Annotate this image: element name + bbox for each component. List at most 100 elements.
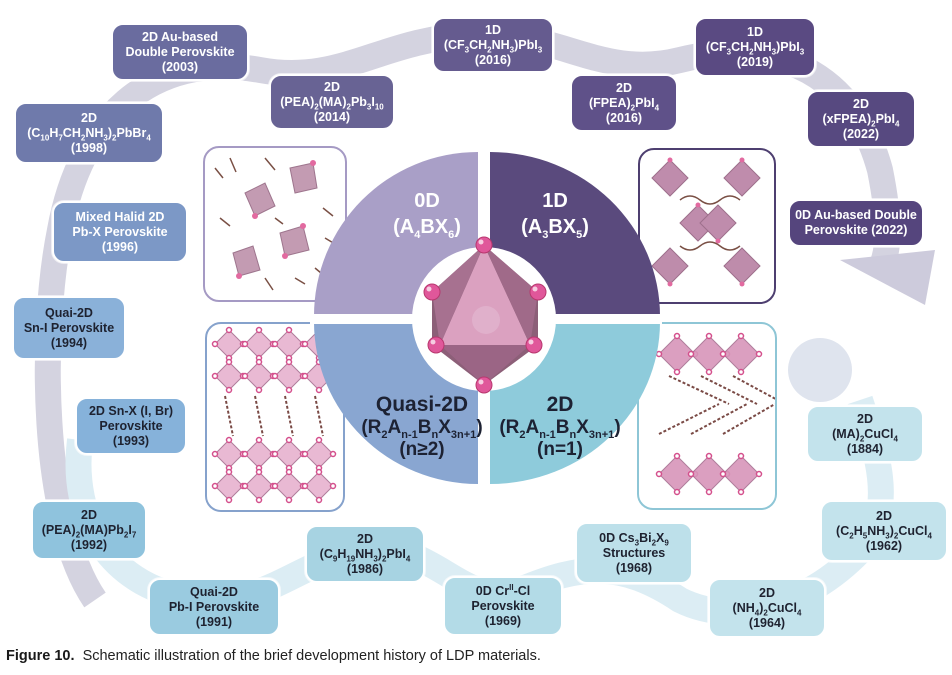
halide-atom bbox=[719, 350, 727, 358]
halide-atom bbox=[687, 350, 695, 358]
halide-atom bbox=[241, 482, 249, 490]
quadrant-quasi-2d-formula: (R2An-1BnX3n+1) bbox=[361, 417, 483, 441]
figure-caption-text: Schematic illustration of the brief deve… bbox=[82, 648, 541, 664]
halide-atom bbox=[737, 332, 745, 340]
halide-atom bbox=[705, 368, 713, 376]
organic-chain bbox=[314, 395, 324, 437]
octahedron-icon bbox=[423, 236, 547, 394]
halide-atom bbox=[225, 496, 233, 504]
halide-atom bbox=[255, 468, 263, 476]
timeline-box-1962: 2D(C2H5NH3)2CuCl4(1962) bbox=[820, 500, 948, 562]
organic-chain bbox=[722, 403, 775, 435]
organic-chain bbox=[700, 375, 758, 405]
figure-caption-label: Figure 10. bbox=[6, 648, 75, 664]
halide-atom bbox=[329, 482, 337, 490]
halide-atom bbox=[271, 450, 279, 458]
halide-atom bbox=[301, 450, 309, 458]
halide-atom bbox=[673, 452, 681, 460]
halide-atom bbox=[255, 358, 263, 366]
halide-atom bbox=[271, 372, 279, 380]
halide-atom bbox=[285, 496, 293, 504]
halide-atom bbox=[719, 470, 727, 478]
structure-panel-2d bbox=[637, 322, 777, 510]
halide-atom bbox=[315, 386, 323, 394]
quadrant-2d-formula: (R2An-1BnX3n+1) bbox=[499, 417, 621, 441]
quadrant-quasi-2d-title: Quasi-2D bbox=[375, 393, 469, 416]
timeline-box-1998: 2D(C10H7CH2NH3)2PbBr4(1998) bbox=[14, 102, 164, 164]
0d-crystal-structure-image bbox=[214, 157, 336, 291]
timeline-arrowhead bbox=[840, 250, 935, 305]
organic-chain bbox=[668, 375, 730, 405]
timeline-box-2019: 1D(CF3CH2NH3)PbI3(2019) bbox=[694, 17, 816, 77]
halide-atom bbox=[241, 450, 249, 458]
quadrant-0d-title: 0D bbox=[414, 190, 440, 212]
halide-atom bbox=[673, 368, 681, 376]
halide-atom bbox=[255, 326, 263, 334]
quadrant-0d-label: 0D (A4BX6) bbox=[372, 188, 482, 241]
quadrant-quasi-2d-label: Quasi-2D (R2An-1BnX3n+1) (n≥2) bbox=[352, 393, 492, 461]
2d-crystal-structure-image bbox=[655, 332, 775, 496]
organic-chain bbox=[690, 403, 748, 435]
timeline-box-1964: 2D(NH4)2CuCl4(1964) bbox=[708, 578, 826, 638]
halide-atom bbox=[225, 386, 233, 394]
organic-chain bbox=[224, 395, 234, 437]
halide-atom bbox=[255, 386, 263, 394]
quadrant-2d-label: 2D (R2An-1BnX3n+1) (n=1) bbox=[490, 393, 630, 461]
halide-atom bbox=[225, 468, 233, 476]
timeline-box-1993: 2D Sn-X (I, Br)Perovskite(1993) bbox=[75, 397, 187, 455]
halide-atom bbox=[225, 358, 233, 366]
halide-atom bbox=[211, 482, 219, 490]
quadrant-1d-formula: (A3BX5) bbox=[521, 216, 589, 241]
halide-atom bbox=[673, 488, 681, 496]
timeline-start-circle bbox=[788, 338, 852, 402]
halide-atom bbox=[285, 468, 293, 476]
halide-atom bbox=[255, 436, 263, 444]
halide-atom bbox=[315, 496, 323, 504]
halide-atom bbox=[285, 386, 293, 394]
organic-chain bbox=[254, 395, 264, 437]
halide-atom bbox=[737, 452, 745, 460]
dimension-quadrants bbox=[314, 152, 660, 484]
halide-atom bbox=[241, 372, 249, 380]
halide-atom bbox=[315, 468, 323, 476]
halide-atom bbox=[687, 470, 695, 478]
halide-atom bbox=[225, 436, 233, 444]
halide-atom bbox=[211, 340, 219, 348]
timeline-box-1992: 2D(PEA)2(MA)Pb2I7(1992) bbox=[31, 500, 147, 560]
halide-atom bbox=[211, 372, 219, 380]
halide-atom bbox=[655, 470, 663, 478]
halide-atom bbox=[301, 482, 309, 490]
halide-atom bbox=[285, 326, 293, 334]
halide-atom bbox=[329, 450, 337, 458]
halide-atom bbox=[705, 452, 713, 460]
halide-atom bbox=[705, 332, 713, 340]
timeline-box-2022-2d: 2D(xFPEA)2PbI4(2022) bbox=[806, 90, 916, 148]
halide-atom bbox=[755, 350, 763, 358]
structure-panel-1d bbox=[638, 148, 776, 304]
timeline-box-1884: 2D(MA)2CuCl4(1884) bbox=[806, 405, 924, 463]
halide-atom bbox=[211, 450, 219, 458]
figure-caption: Figure 10. Schematic illustration of the… bbox=[6, 648, 541, 664]
organic-chain bbox=[658, 403, 720, 435]
quadrant-quasi-2d-condition: (n≥2) bbox=[399, 439, 445, 460]
halide-atom bbox=[737, 488, 745, 496]
halide-atom bbox=[271, 340, 279, 348]
quadrant-1d-label: 1D (A3BX5) bbox=[500, 188, 610, 241]
quadrant-2d-title: 2D bbox=[546, 393, 574, 416]
halide-atom bbox=[301, 372, 309, 380]
quadrant-2d-condition: (n=1) bbox=[537, 439, 583, 460]
halide-atom bbox=[241, 340, 249, 348]
timeline-box-2014: 2D(PEA)2(MA)2Pb3I10(2014) bbox=[269, 74, 395, 130]
1d-crystal-structure-image bbox=[651, 157, 761, 287]
timeline-box-2016-1d: 1D(CF3CH2NH3)PbI3(2016) bbox=[432, 17, 554, 73]
halide-atom bbox=[301, 340, 309, 348]
halide-atom bbox=[705, 488, 713, 496]
halide-atom bbox=[225, 326, 233, 334]
timeline-box-1986: 2D(C9H19NH3)2PbI4(1986) bbox=[305, 525, 425, 583]
